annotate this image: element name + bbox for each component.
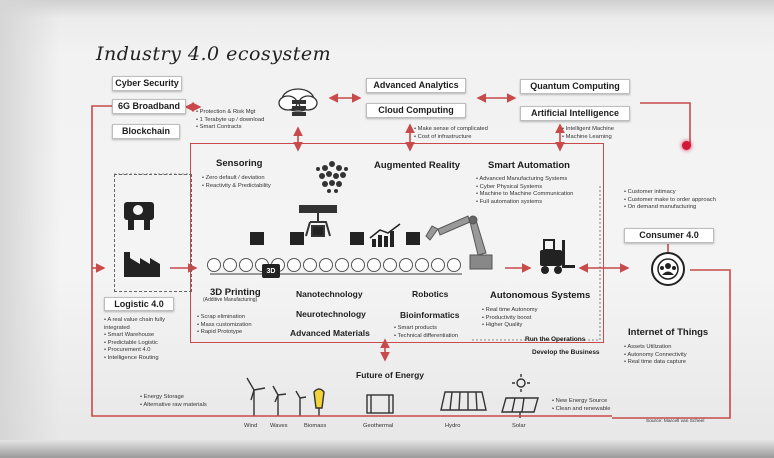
product-block [350, 232, 364, 245]
3d-printing-label: 3D Printing [210, 287, 261, 298]
autonomous-systems-label: Autonomous Systems [490, 290, 591, 301]
cyber-security-box: Cyber Security [112, 76, 182, 91]
bioinformatics-label: Bioinformatics [400, 310, 460, 320]
energy-label-solar: Solar [512, 423, 526, 429]
future-energy-label: Future of Energy [356, 370, 425, 380]
iot-notes: Assets Utilization Autonomy Connectivity… [624, 344, 686, 367]
advanced-analytics-box: Advanced Analytics [366, 78, 466, 93]
blockchain-box: Blockchain [112, 124, 180, 139]
energy-label-wind: Wind [244, 423, 258, 429]
energy-label-waves: Waves [270, 423, 288, 429]
logistic-40-box: Logistic 4.0 [104, 297, 174, 311]
customer-notes: Customer intimacy Customer make to order… [624, 189, 716, 212]
conveyor-base [210, 273, 462, 275]
conveyor-belt [207, 256, 462, 274]
energy-right-notes: New Energy Source Clean and renewable [552, 398, 611, 413]
source-credit: Source: Marcell van Scheel [646, 419, 705, 424]
cloud-computing-box: Cloud Computing [366, 103, 466, 118]
product-block [250, 232, 264, 245]
artificial-intelligence-box: Artificial Intelligence [520, 106, 630, 121]
consumer-40-box: Consumer 4.0 [624, 228, 714, 243]
red-indicator-dot [682, 141, 691, 150]
factory-frame [114, 174, 192, 292]
screen-bezel-top [0, 0, 774, 18]
logistic-notes: A real value chain fully integrated Smar… [104, 317, 168, 362]
smart-automation-label: Smart Automation [488, 160, 570, 171]
operations-frame [190, 143, 604, 343]
smart-automation-notes: Advanced Manufacturing Systems Cyber Phy… [476, 176, 573, 206]
3d-printing-notes: Scrap elimination Mass customization Rap… [197, 314, 252, 337]
screen-glare-left [0, 0, 60, 458]
autonomous-notes: Real time Autonomy Productivity boost Hi… [482, 307, 538, 330]
broadband-6g-box: 6G Broadband [112, 99, 186, 114]
iot-label: Internet of Things [628, 327, 709, 338]
neurotechnology-label: Neurotechnology [296, 309, 366, 319]
nanotechnology-label: Nanotechnology [296, 289, 363, 299]
protection-notes: Protection & Risk Mgt 1 Terabyte up / do… [196, 109, 265, 132]
augmented-reality-label: Augmented Reality [374, 160, 461, 171]
energy-left-notes: Energy Storage Alternative raw materials [140, 394, 206, 409]
quantum-computing-box: Quantum Computing [520, 79, 630, 94]
energy-label-hydro: Hydro [445, 423, 461, 429]
develop-business-label: Develop the Business [532, 349, 600, 356]
run-operations-label: Run the Operations [525, 336, 586, 343]
energy-label-geothermal: Geothermal [363, 423, 394, 429]
3d-printing-sub: (Additive Manufacturing) [203, 297, 258, 303]
sensoring-notes: Zero default / deviation Reactivity & Pr… [202, 175, 271, 190]
screen-bezel-bottom [0, 440, 774, 458]
sensoring-label: Sensoring [216, 158, 263, 169]
advanced-materials-label: Advanced Materials [290, 328, 370, 338]
cloud-notes: Make sense of complicated Cost of infras… [414, 126, 488, 141]
robotics-label: Robotics [412, 289, 449, 299]
energy-label-biomass: Biomass [304, 423, 327, 429]
bioinformatics-notes: Smart products Technical differentiation [394, 325, 458, 340]
diagram-title: Industry 4.0 ecosystem [96, 43, 332, 65]
product-block [290, 232, 304, 245]
3d-printer-icon: 3D [262, 264, 280, 278]
product-block [406, 232, 420, 245]
ai-notes: Intelligent Machine Machine Learning [562, 126, 614, 141]
